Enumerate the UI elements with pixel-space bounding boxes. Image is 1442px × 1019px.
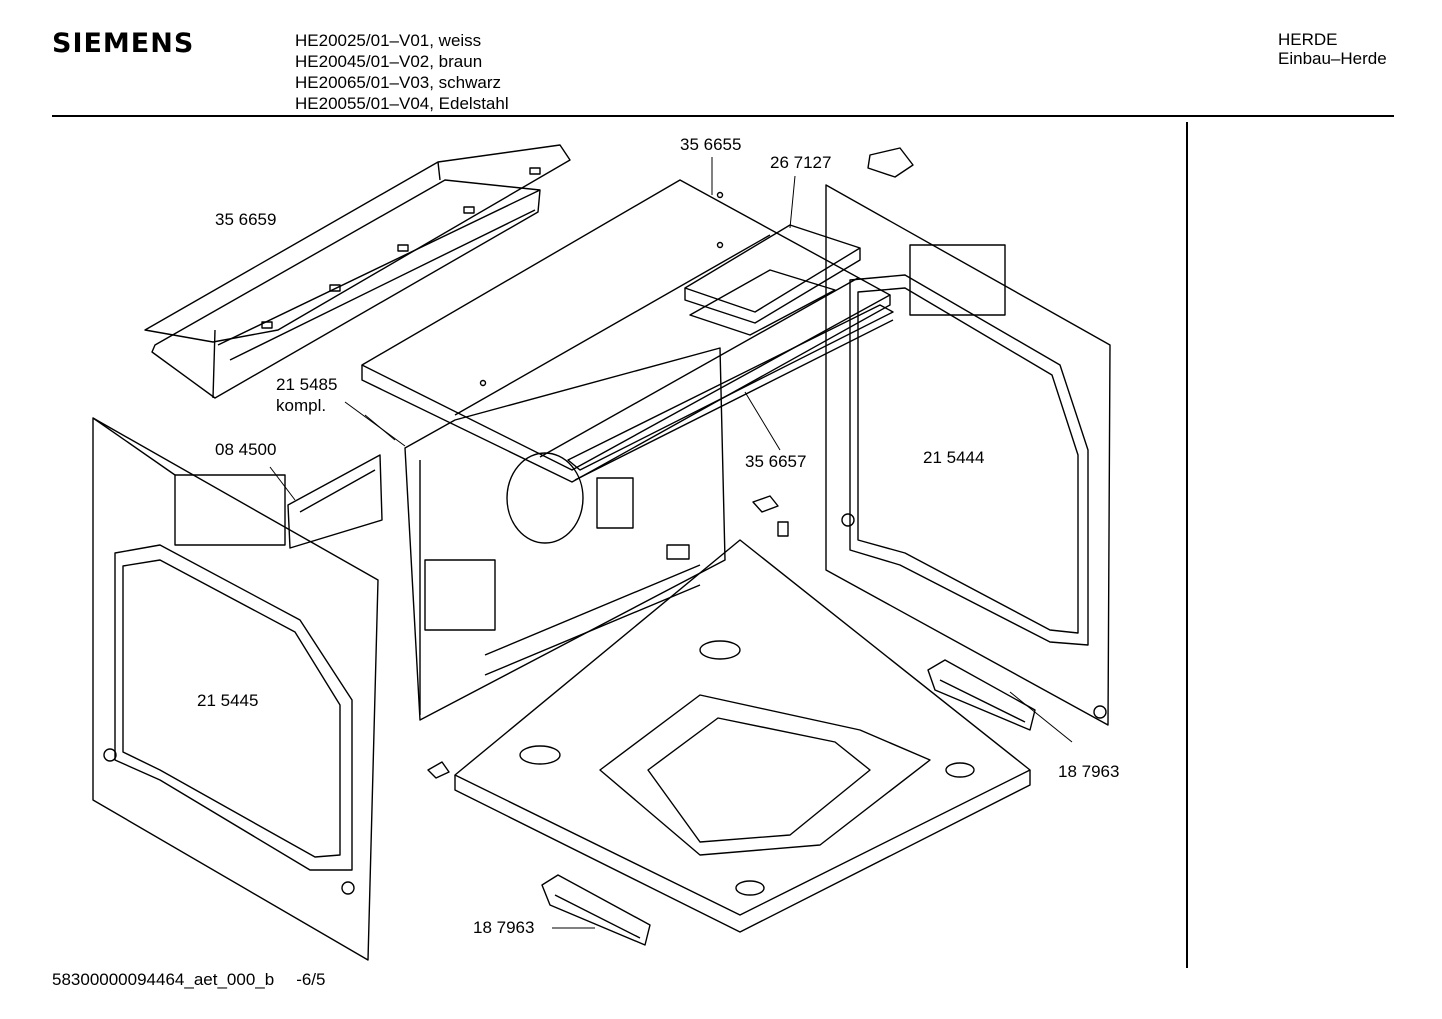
part-front-rail (567, 304, 894, 481)
model-line: HE20045/01–V02, braun (295, 52, 483, 71)
part-left-side (92, 417, 379, 961)
leader-lines (269, 157, 1073, 929)
page-number: -6/5 (296, 970, 326, 989)
model-line: HE20065/01–V03, schwarz (295, 73, 502, 92)
part-clips (427, 147, 914, 779)
label-356657: 35 6657 (745, 452, 807, 471)
part-top-plate (684, 224, 861, 336)
part-back-wall (404, 347, 726, 721)
label-215485-note: kompl. (276, 396, 327, 415)
label-267127: 26 7127 (770, 153, 832, 172)
part-top-panel (361, 179, 891, 483)
label-215445: 21 5445 (197, 691, 259, 710)
label-187963-bottom: 18 7963 (473, 918, 535, 937)
category-block: HERDE Einbau–Herde (1278, 30, 1387, 68)
label-084500: 08 4500 (215, 440, 277, 459)
model-list: HE20025/01–V01, weiss HE20045/01–V02, br… (295, 30, 509, 114)
label-356659: 35 6659 (215, 210, 277, 229)
model-line: HE20025/01–V01, weiss (295, 31, 482, 50)
label-356655: 35 6655 (680, 135, 742, 154)
model-line: HE20055/01–V04, Edelstahl (295, 94, 509, 113)
header-divider (52, 115, 1394, 117)
category-title: HERDE (1278, 30, 1338, 49)
part-rail-right (927, 659, 1036, 731)
part-back-cover (287, 454, 383, 549)
part-oven-floor (454, 539, 1031, 933)
label-215444: 21 5444 (923, 448, 985, 467)
label-187963-right: 18 7963 (1058, 762, 1120, 781)
part-rail-bottom (541, 874, 651, 946)
part-right-side (825, 184, 1111, 726)
footer: 58300000094464_aet_000_b -6/5 (52, 970, 347, 990)
margin-divider (1186, 122, 1188, 968)
doc-id: 58300000094464_aet_000_b (52, 970, 275, 989)
label-215485: 21 5485 (276, 375, 338, 394)
siemens-logo: SIEMENS (52, 28, 195, 59)
category-subtitle: Einbau–Herde (1278, 49, 1387, 68)
part-top-cover (144, 144, 571, 399)
